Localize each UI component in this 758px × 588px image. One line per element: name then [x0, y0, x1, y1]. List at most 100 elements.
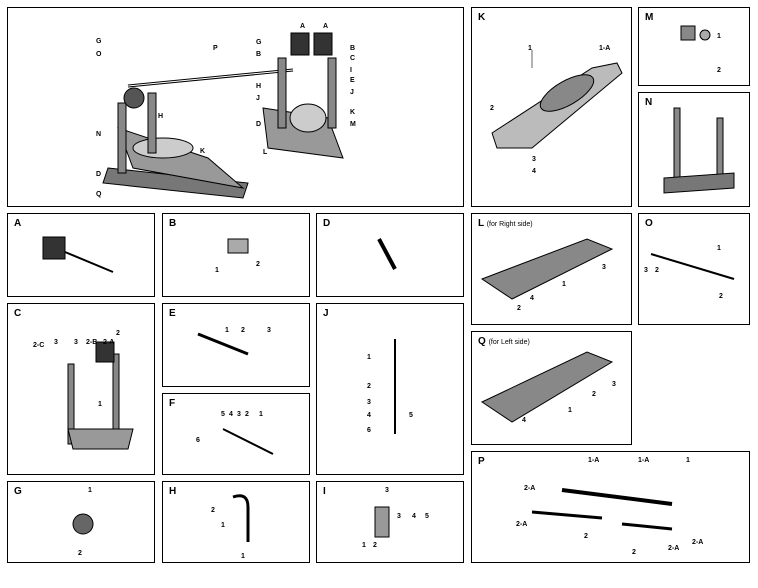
part-1-label: 1 [259, 411, 263, 418]
part-1-label: 1 [215, 267, 219, 274]
part-4-label: 4 [532, 168, 536, 175]
panel-k: K 1 1-A 2 3 4 [471, 7, 632, 207]
part-3a-label: 3 [54, 339, 58, 346]
panel-o: O 1 3 2 2 [638, 213, 750, 325]
part-3-label: 3 [367, 399, 371, 406]
part-1-label: 1 [528, 45, 532, 52]
axle-drawing: 1 2 3 [197, 327, 271, 356]
panel-g: G 1 2 [7, 481, 155, 563]
part-2b-label: 2 [719, 293, 723, 300]
part-2a-bottom-label: 2-A [668, 545, 679, 552]
svg-text:B: B [256, 51, 261, 58]
svg-text:K: K [350, 109, 355, 116]
part-2-label: 2 [78, 550, 82, 557]
part-2-label: 2 [116, 330, 120, 337]
panel-q-label: Q (for Left side) [478, 336, 530, 347]
part-3-label: 3 [237, 411, 241, 418]
frame-drawing [663, 107, 735, 194]
panel-m: M 1 2 [638, 7, 750, 86]
panel-a: A [7, 213, 155, 297]
panel-d: D [316, 213, 464, 297]
part-2a-left-label: 2-A [516, 521, 527, 528]
part-5-label: 5 [221, 411, 225, 418]
part-6-label: 6 [367, 427, 371, 434]
panel-e: E 1 2 3 [162, 303, 310, 387]
panel-q-sub: (for Left side) [488, 339, 530, 346]
part-1-label: 1 [88, 487, 92, 494]
part-2a-label: 2 [655, 267, 659, 274]
panel-l-sub: (for Right side) [486, 221, 533, 228]
svg-text:G: G [256, 39, 262, 46]
svg-text:J: J [350, 89, 354, 96]
part-4-label: 4 [412, 513, 416, 520]
part-2a-label: 2-A [103, 339, 114, 346]
part-1-label: 1 [362, 542, 366, 549]
svg-text:J: J [256, 95, 260, 102]
panel-b-label: B [169, 218, 177, 229]
beater-drawing [42, 236, 114, 273]
panel-h-label: H [169, 486, 177, 497]
part-6-label: 6 [196, 437, 200, 444]
panel-n-label: N [645, 97, 653, 108]
panel-i-label: I [323, 486, 326, 497]
panel-h: H 2 1 1 [162, 481, 310, 563]
clamp-drawing: 1 2 [680, 25, 721, 74]
footboard-drawing: 1 1-A 2 3 4 [490, 45, 623, 175]
svg-text:L: L [263, 149, 268, 156]
panel-l-letter: L [478, 218, 484, 229]
bearing-drawing: 6 5 4 3 2 1 [196, 411, 274, 455]
part-3a-label: 3 [385, 487, 389, 494]
panel-f-label: F [169, 398, 176, 409]
part-3-label: 3 [267, 327, 271, 334]
part-2b-label: 2-B [86, 339, 97, 346]
spring-drawing [377, 238, 397, 270]
part-1a-label: 1 [221, 522, 225, 529]
svg-text:C: C [350, 55, 355, 62]
cam-drawing: 1 2 [72, 487, 94, 557]
frame-assembly-drawing: 3 3 2-B 2-A 2 2-C 1 [33, 330, 134, 450]
spring-assembly-drawing: 1 2 3 4 5 6 [367, 339, 413, 434]
part-1a-left-label: 1-A [588, 457, 599, 464]
svg-text:A: A [323, 23, 328, 30]
part-3b-label: 3 [74, 339, 78, 346]
svg-text:G: G [96, 38, 102, 45]
heel-plate-left-drawing: 3 2 1 4 [480, 351, 616, 424]
svg-text:D: D [256, 121, 261, 128]
panel-k-label: K [478, 12, 486, 23]
panel-c: C 3 3 2-B 2-A 2 2-C 1 [7, 303, 155, 475]
hoop-clamp-drawing: 1 2 [215, 238, 260, 274]
svg-text:O: O [96, 51, 102, 58]
heel-plate-right-drawing: 3 1 2 4 [480, 238, 614, 312]
part-1-label: 1 [225, 327, 229, 334]
svg-text:E: E [350, 77, 355, 84]
connecting-rod-drawing: 1 3 2 2 [644, 245, 735, 300]
part-4-label: 4 [522, 417, 526, 424]
part-2-label: 2 [256, 261, 260, 268]
part-2-label: 2 [245, 411, 249, 418]
panel-q-letter: Q [478, 336, 486, 347]
part-5-label: 5 [409, 412, 413, 419]
panel-f: F 6 5 4 3 2 1 [162, 393, 310, 475]
panel-g-label: G [14, 486, 22, 497]
svg-text:B: B [350, 45, 355, 52]
part-3-label: 3 [612, 381, 616, 388]
part-5-label: 5 [425, 513, 429, 520]
part-2-bottom-label: 2 [632, 549, 636, 556]
part-2-label: 2 [241, 327, 245, 334]
link-drawing: 2 1 1 [211, 494, 250, 560]
part-1-label: 1 [562, 281, 566, 288]
panel-l-label: L (for Right side) [478, 218, 533, 229]
part-3b-label: 3 [397, 513, 401, 520]
part-2-label: 2 [373, 542, 377, 549]
svg-text:I: I [350, 67, 352, 74]
panel-d-label: D [323, 218, 331, 229]
svg-text:M: M [350, 121, 356, 128]
svg-text:K: K [200, 148, 205, 155]
panel-b: B 1 2 [162, 213, 310, 297]
rod-holder-drawing: 3 1 2 3 4 5 [362, 487, 429, 549]
part-2-label: 2 [211, 507, 215, 514]
part-1-label: 1 [686, 457, 690, 464]
part-4-label: 4 [530, 295, 534, 302]
part-1a-label: 1-A [599, 45, 610, 52]
